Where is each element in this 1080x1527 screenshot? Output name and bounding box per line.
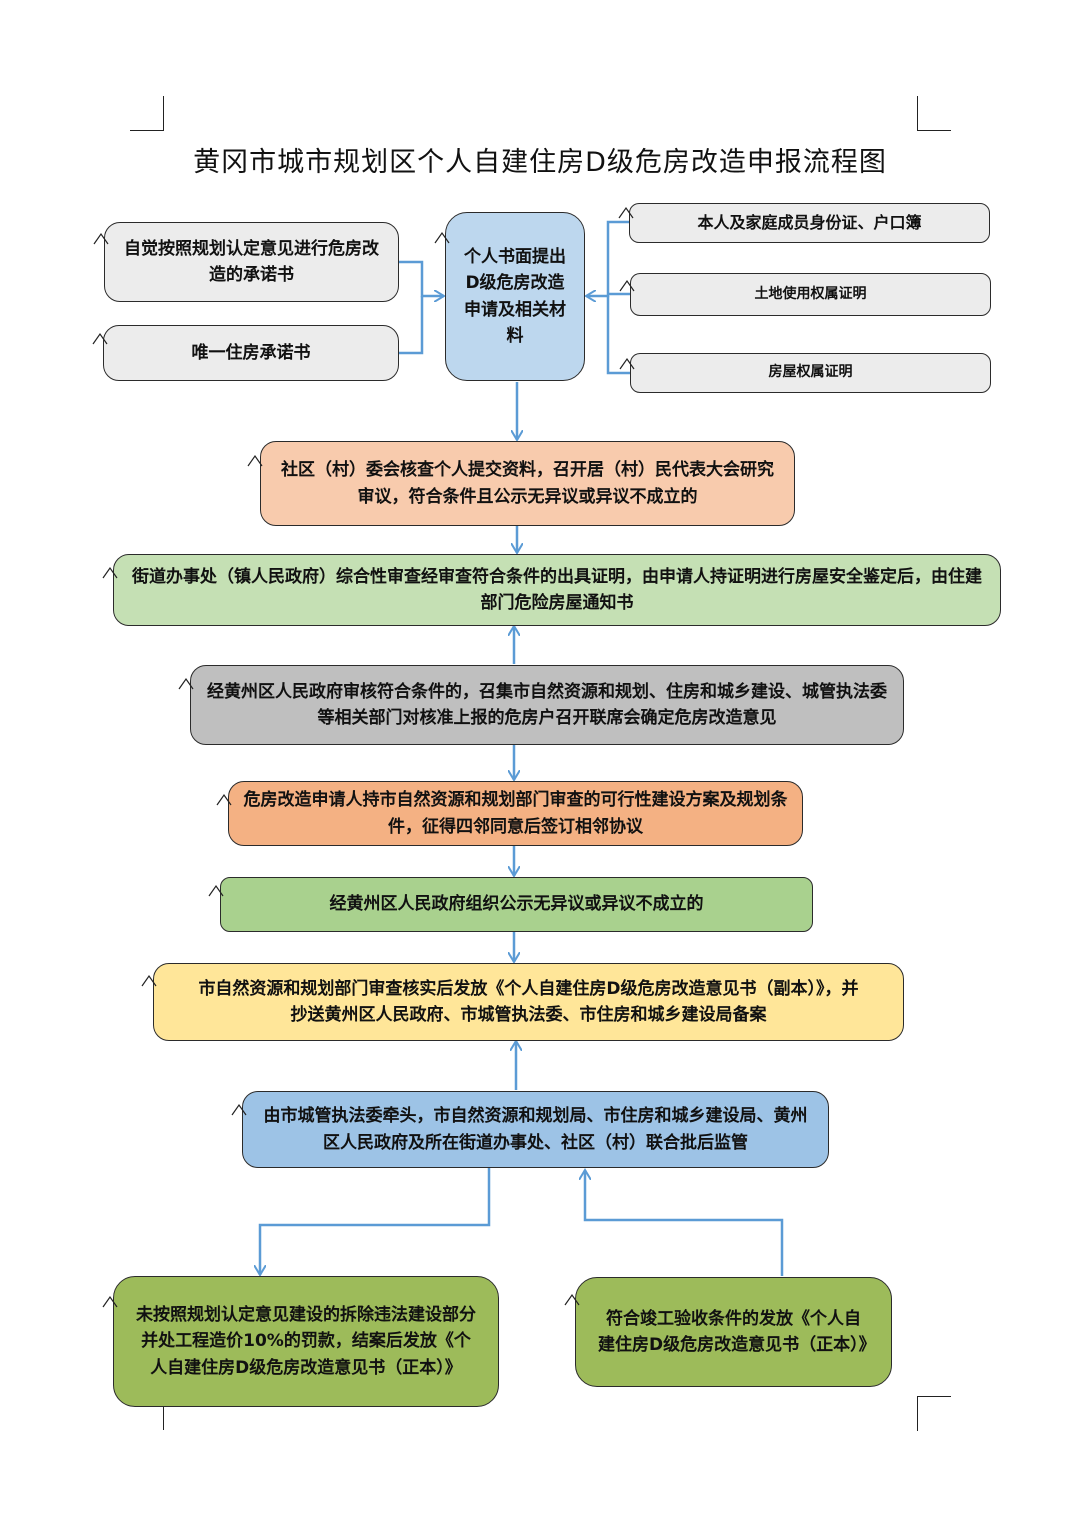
- sole-housing-commitment-box: 唯一住房承诺书: [103, 325, 399, 381]
- page-title: 黄冈市城市规划区个人自建住房D级危房改造申报流程图: [193, 147, 887, 178]
- outcome-completion-acceptance: 符合竣工验收条件的发放《个人自建住房D级危房改造意见书（正本）》: [575, 1277, 892, 1387]
- land-use-right-text: 土地使用权属证明: [754, 285, 867, 302]
- corner-mark-bottom-right: [917, 1396, 951, 1431]
- step-district-publicity: 经黄州区人民政府组织公示无异议或异议不成立的: [220, 877, 813, 932]
- application-box: 个人书面提出D级危房改造申请及相关材料: [445, 212, 585, 381]
- corner-mark-top-right: [917, 96, 951, 131]
- step-subdistrict-review: 街道办事处（镇人民政府）综合性审查经审查符合条件的出具证明，由申请人持证明进行房…: [113, 554, 1001, 626]
- step-post-approval-supervision-text: 由市城管执法委牵头，市自然资源和规划局、市住房和城乡建设局、黄州区人民政府及所在…: [263, 1106, 808, 1153]
- step-district-joint-meeting-text: 经黄州区人民政府审核符合条件的，召集市自然资源和规划、住房和城乡建设、城管执法委…: [207, 681, 887, 728]
- corner-mark-bottom-left: [130, 1396, 164, 1430]
- step-issue-opinion-copy: 市自然资源和规划部门审查核实后发放《个人自建住房D级危房改造意见书（副本）》，并…: [153, 963, 904, 1041]
- step-post-approval-supervision: 由市城管执法委牵头，市自然资源和规划局、市住房和城乡建设局、黄州区人民政府及所在…: [242, 1091, 829, 1168]
- step-neighbor-agreement-text: 危房改造申请人持市自然资源和规划部门审查的可行性建设方案及规划条件，征得四邻同意…: [243, 790, 788, 837]
- corner-mark-top-left: [130, 96, 164, 131]
- commitment-letter-box: 自觉按照规划认定意见进行危房改造的承诺书: [104, 222, 399, 302]
- house-ownership-box: 房屋权属证明: [630, 353, 991, 393]
- step-community-review-text: 社区（村）委会核查个人提交资料，召开居（村）民代表大会研究审议，符合条件且公示无…: [281, 460, 774, 507]
- outcome-completion-acceptance-text: 符合竣工验收条件的发放《个人自建住房D级危房改造意见书（正本）》: [598, 1308, 876, 1355]
- step-issue-opinion-copy-text: 市自然资源和规划部门审查核实后发放《个人自建住房D级危房改造意见书（副本）》，并…: [198, 978, 859, 1025]
- application-text: 个人书面提出D级危房改造申请及相关材料: [464, 246, 566, 346]
- step-neighbor-agreement: 危房改造申请人持市自然资源和规划部门审查的可行性建设方案及规划条件，征得四邻同意…: [228, 781, 803, 846]
- step-district-joint-meeting: 经黄州区人民政府审核符合条件的，召集市自然资源和规划、住房和城乡建设、城管执法委…: [190, 665, 904, 745]
- id-household-register-text: 本人及家庭成员身份证、户口簿: [697, 212, 922, 232]
- outcome-penalty: 未按照规划认定意见建设的拆除违法建设部分并处工程造价10%的罚款，结案后发放《个…: [113, 1276, 499, 1407]
- step-district-publicity-text: 经黄州区人民政府组织公示无异议或异议不成立的: [329, 894, 704, 915]
- sole-housing-commitment-text: 唯一住房承诺书: [191, 342, 311, 363]
- house-ownership-text: 房屋权属证明: [768, 364, 853, 381]
- outcome-penalty-text: 未按照规划认定意见建设的拆除违法建设部分并处工程造价10%的罚款，结案后发放《个…: [136, 1304, 476, 1378]
- land-use-right-box: 土地使用权属证明: [630, 273, 991, 316]
- commitment-letter-text: 自觉按照规划认定意见进行危房改造的承诺书: [124, 238, 379, 285]
- step-subdistrict-review-text: 街道办事处（镇人民政府）综合性审查经审查符合条件的出具证明，由申请人持证明进行房…: [132, 566, 982, 613]
- id-household-register-box: 本人及家庭成员身份证、户口簿: [629, 203, 990, 243]
- step-community-review: 社区（村）委会核查个人提交资料，召开居（村）民代表大会研究审议，符合条件且公示无…: [260, 441, 795, 526]
